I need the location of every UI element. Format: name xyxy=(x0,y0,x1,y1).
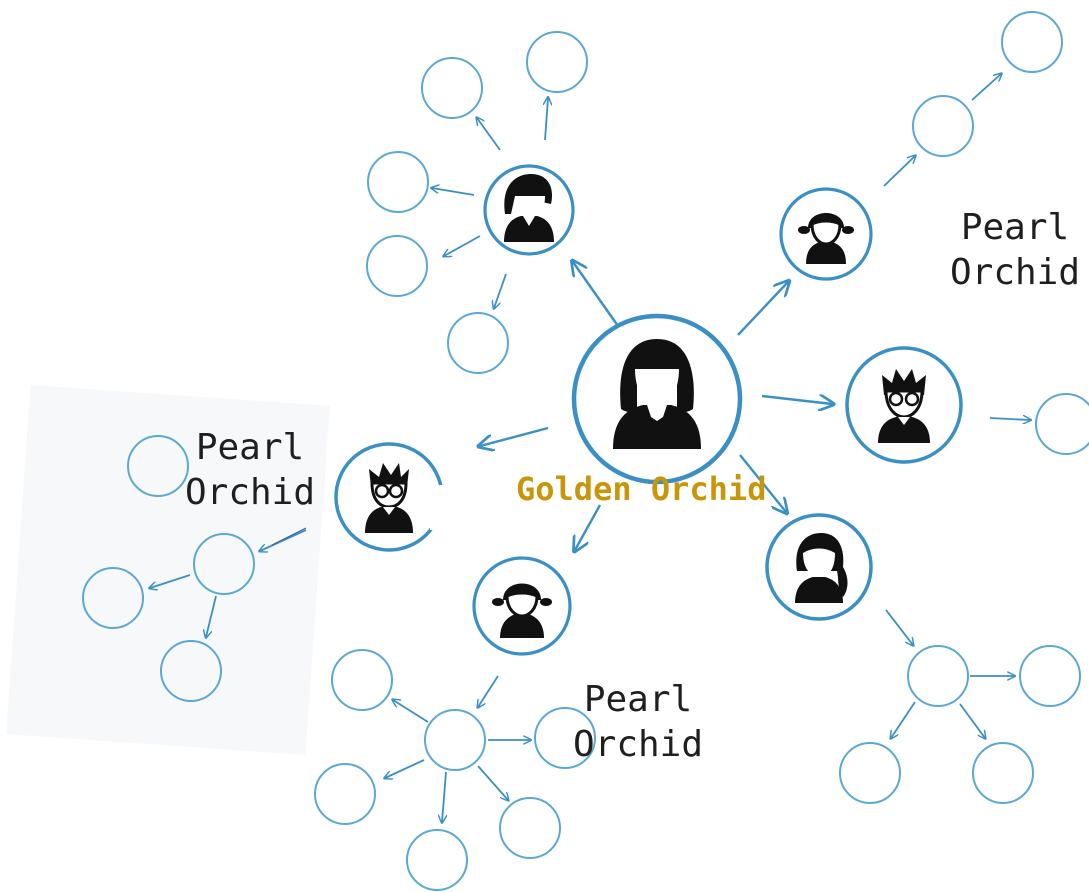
label-line: Pearl xyxy=(960,207,1070,248)
girl-pigtails-icon xyxy=(492,583,552,638)
empty-node xyxy=(526,31,588,93)
empty-node xyxy=(912,95,974,157)
arrow xyxy=(891,701,916,738)
arrow xyxy=(150,574,191,588)
empty-node xyxy=(421,57,483,119)
label-left: Pearl Orchid xyxy=(175,425,325,515)
arrow xyxy=(737,282,788,336)
primary-arrow-group xyxy=(480,262,832,550)
empty-node xyxy=(193,533,255,595)
label-mask xyxy=(478,520,558,555)
boy-glasses-icon xyxy=(365,463,413,533)
arrow xyxy=(480,426,549,446)
empty-node xyxy=(1035,393,1089,455)
arrow xyxy=(260,529,307,551)
empty-node xyxy=(534,707,596,769)
arrow xyxy=(477,765,508,800)
label-bottom: Pearl Orchid xyxy=(563,677,713,767)
arrow xyxy=(883,156,915,187)
empty-node xyxy=(839,742,901,804)
woman-long-hair-icon xyxy=(613,339,701,449)
arrow xyxy=(989,418,1030,420)
arrow xyxy=(573,262,619,327)
empty-node xyxy=(1001,11,1063,73)
empty-node xyxy=(447,312,509,374)
center-label: Golden Orchid xyxy=(516,470,767,508)
connector-line xyxy=(271,527,307,546)
empty-node xyxy=(331,649,393,711)
empty-node xyxy=(160,640,222,702)
arrow xyxy=(444,235,481,256)
arrow xyxy=(393,700,429,723)
woman-short-hair-icon xyxy=(504,174,554,242)
empty-node xyxy=(367,151,429,213)
empty-node xyxy=(424,709,486,771)
arrow xyxy=(432,188,475,196)
arrow xyxy=(959,703,985,738)
arrow xyxy=(739,454,786,512)
arrow xyxy=(442,771,446,822)
arrow xyxy=(385,759,425,778)
empty-node xyxy=(907,645,969,707)
empty-node xyxy=(406,829,468,891)
empty-node-group xyxy=(82,11,1089,891)
label-line: Orchid xyxy=(184,472,316,513)
empty-node xyxy=(972,742,1034,804)
empty-node xyxy=(127,435,189,497)
label-line: Pearl xyxy=(195,427,305,468)
arrow xyxy=(477,118,501,151)
arrow xyxy=(478,675,499,707)
label-line: Orchid xyxy=(572,724,704,765)
arrow xyxy=(761,396,832,404)
arrow xyxy=(971,74,1001,101)
arrow xyxy=(206,595,217,637)
arrow xyxy=(885,609,913,645)
arrow xyxy=(545,98,548,141)
secondary-arrow-group xyxy=(150,74,1030,822)
label-right-top: Pearl Orchid xyxy=(940,205,1089,295)
arrow xyxy=(575,504,602,550)
girl-ponytail-icon xyxy=(795,533,848,603)
boy-glasses-icon xyxy=(878,369,930,443)
girl-pigtails-icon xyxy=(798,213,854,264)
arrow xyxy=(494,273,507,308)
empty-node xyxy=(314,763,376,825)
label-line: Orchid xyxy=(949,252,1081,293)
empty-node xyxy=(499,797,561,859)
empty-node xyxy=(366,235,428,297)
empty-node xyxy=(1019,645,1081,707)
label-line: Pearl xyxy=(583,679,693,720)
empty-node xyxy=(82,567,144,629)
